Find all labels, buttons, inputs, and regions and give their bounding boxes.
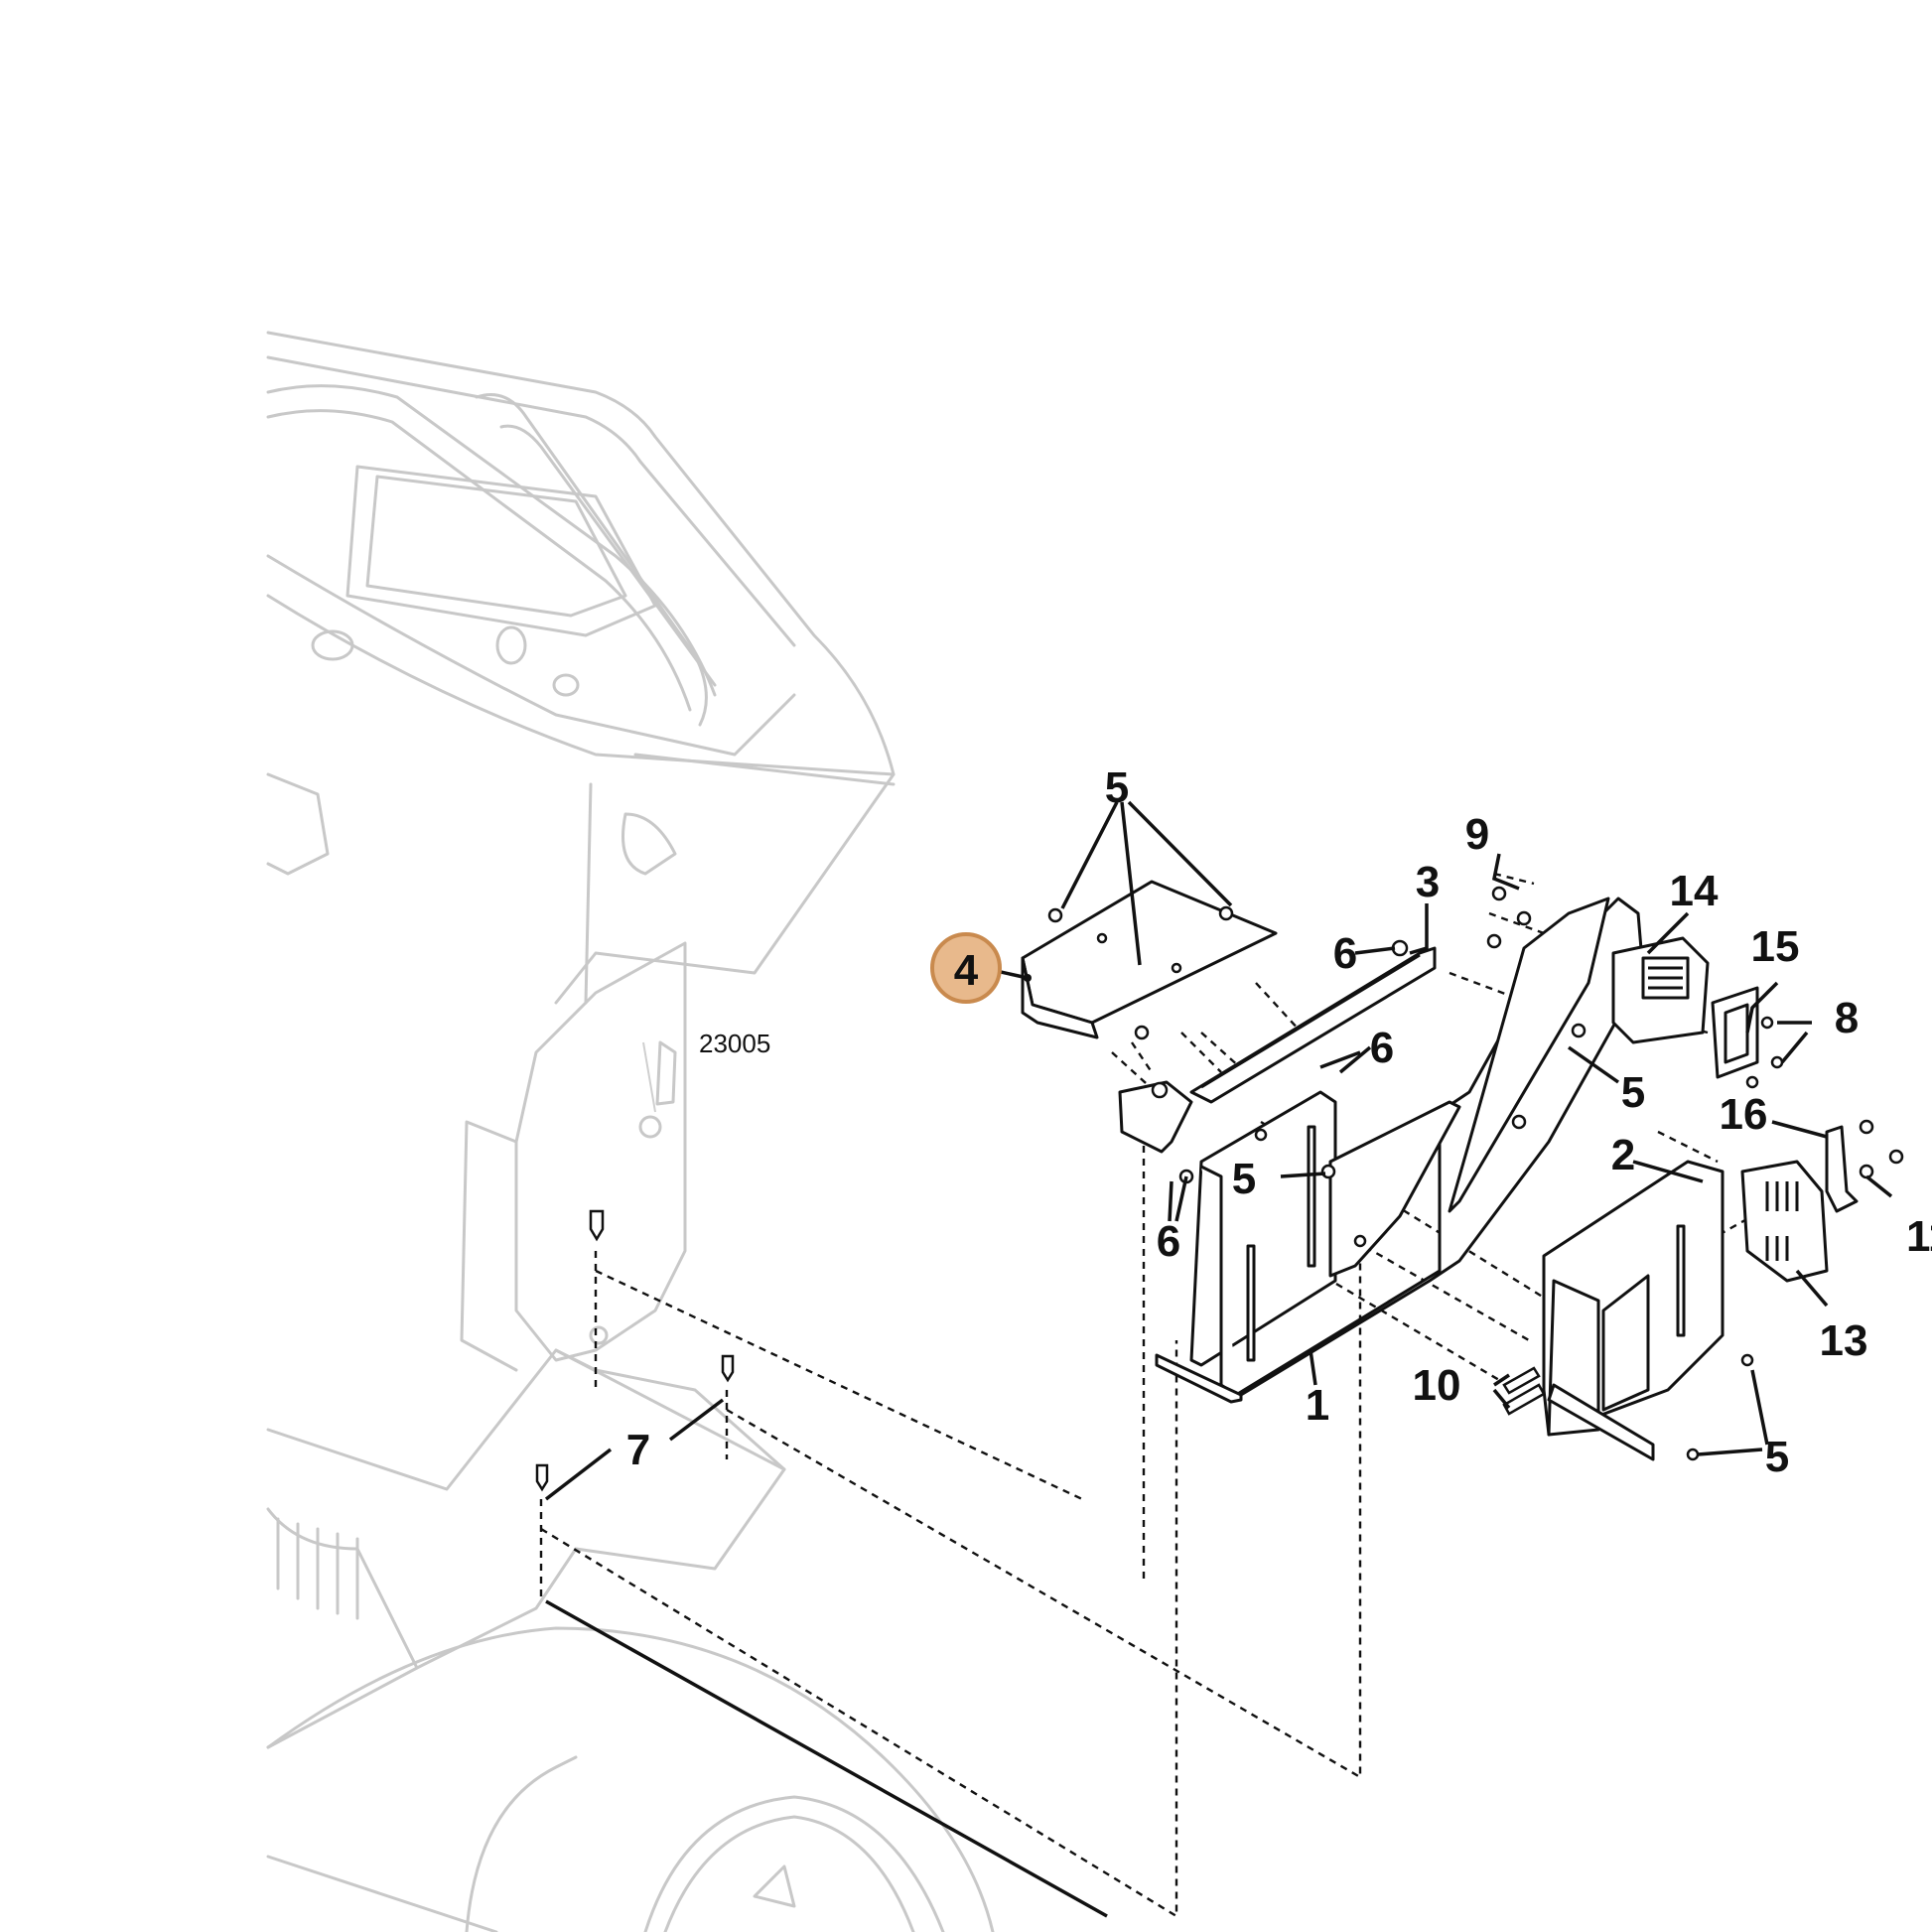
switch-housing-part-15[interactable] xyxy=(1711,986,1759,1079)
cover-plate-part-4[interactable] xyxy=(1021,880,1278,1039)
callout-7: 7 xyxy=(626,1426,650,1474)
callout-5-top: 5 xyxy=(1105,763,1129,812)
callout-10: 10 xyxy=(1413,1361,1461,1410)
switch-part-13[interactable] xyxy=(1740,1160,1829,1283)
fasteners xyxy=(535,886,1904,1492)
cable-line xyxy=(545,1599,1108,1918)
callout-4-label: 4 xyxy=(954,946,979,995)
callout-5-right: 5 xyxy=(1621,1068,1645,1117)
callout-15: 15 xyxy=(1751,922,1800,971)
leader-lines xyxy=(544,800,1893,1501)
callout-16: 16 xyxy=(1720,1090,1768,1139)
callout-14: 14 xyxy=(1670,867,1719,915)
switch-part-14[interactable] xyxy=(1611,936,1710,1044)
callout-1: 1 xyxy=(1306,1381,1329,1430)
callout-8: 8 xyxy=(1835,994,1859,1042)
callout-6-lower: 6 xyxy=(1157,1217,1180,1266)
strap-part-3[interactable] xyxy=(1189,946,1437,1104)
callout-6-upper: 6 xyxy=(1333,929,1357,978)
callout-9: 9 xyxy=(1465,810,1489,859)
highlighted-callout-4[interactable]: 4 xyxy=(930,932,1002,1004)
rear-bracket-part-2[interactable] xyxy=(1542,1160,1725,1461)
main-bracket-part-1[interactable] xyxy=(1118,897,1645,1404)
callout-5-bottom: 5 xyxy=(1765,1433,1789,1481)
bracket-part-16[interactable] xyxy=(1825,1125,1859,1213)
callout-13: 13 xyxy=(1820,1316,1868,1365)
callout-4-badge xyxy=(930,932,1002,1004)
callout-5-left: 5 xyxy=(1232,1155,1256,1203)
callout-11: 11 xyxy=(1906,1212,1932,1261)
drawing-number: 23005 xyxy=(699,1029,770,1058)
callout-2: 2 xyxy=(1611,1131,1635,1179)
callout-labels: 5 9 3 14 6 15 8 6 5 16 2 5 6 11 13 10 1 … xyxy=(626,763,1932,1481)
callout-3: 3 xyxy=(1416,858,1440,906)
callout-6-middle: 6 xyxy=(1370,1024,1394,1072)
machine-ghost-outline xyxy=(266,331,995,1932)
